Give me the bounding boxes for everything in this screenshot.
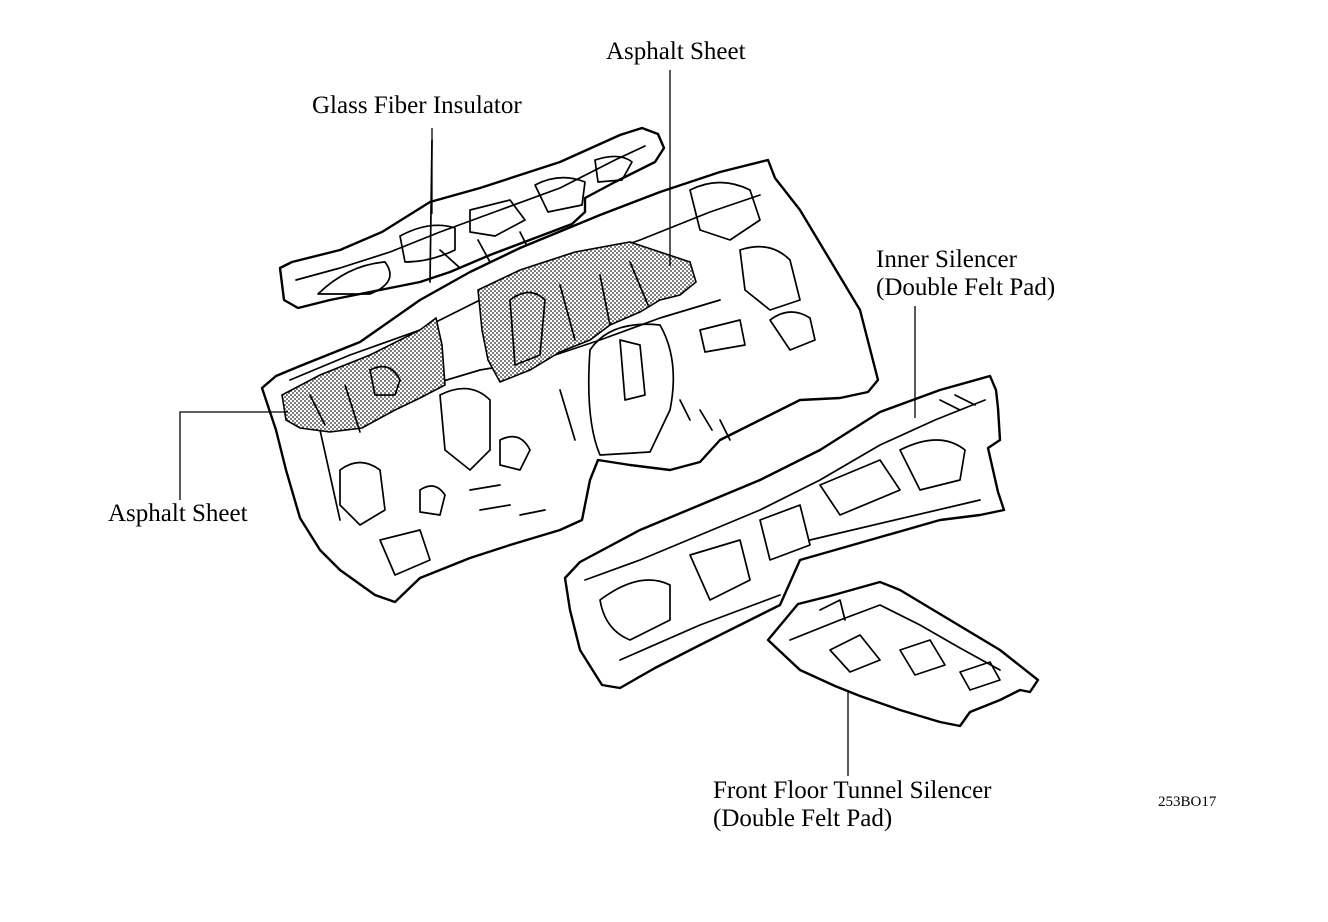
front-floor-tunnel-silencer-part — [766, 580, 1040, 728]
label-asphalt-sheet-left: Asphalt Sheet — [108, 500, 248, 527]
label-inner-silencer: Inner Silencer (Double Felt Pad) — [876, 246, 1055, 302]
figure-code: 253BO17 — [1158, 794, 1217, 810]
glass-fiber-insulator-part — [278, 126, 666, 310]
label-inner-silencer-line1: Inner Silencer — [876, 246, 1017, 273]
label-front-floor-tunnel-silencer: Front Floor Tunnel Silencer (Double Felt… — [713, 777, 992, 833]
inner-silencer-part — [563, 374, 1006, 690]
label-front-floor-tunnel-line1: Front Floor Tunnel Silencer — [713, 777, 992, 804]
label-inner-silencer-line2: (Double Felt Pad) — [876, 274, 1056, 301]
asphalt-sheet-upper-part — [477, 241, 697, 384]
asphalt-sheet-left-part — [281, 316, 446, 433]
label-glass-fiber-insulator: Glass Fiber Insulator — [312, 92, 522, 119]
dash-floor-panel-part — [260, 158, 880, 604]
label-front-floor-tunnel-line2: (Double Felt Pad) — [713, 805, 893, 832]
leader-asphalt-sheet-left — [179, 411, 288, 500]
label-asphalt-sheet-top: Asphalt Sheet — [606, 38, 746, 65]
